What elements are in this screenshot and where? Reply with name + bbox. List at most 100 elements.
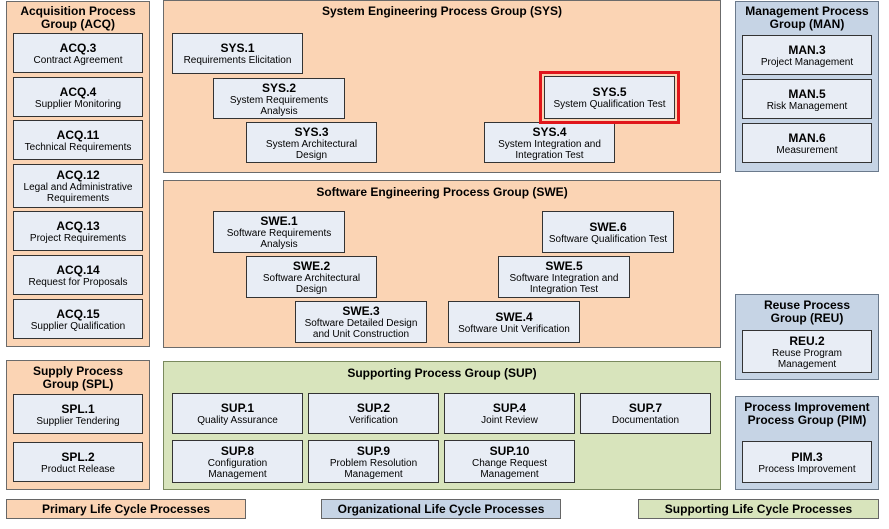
process-name: System Qualification Test [553,99,666,110]
process-spl-2[interactable]: SPL.2 Product Release [13,442,143,482]
process-id: ACQ.14 [56,262,100,277]
process-swe-2[interactable]: SWE.2 Software Architectural Design [246,256,377,298]
sup-group: Supporting Process Group (SUP) SUP.1 Qua… [163,361,721,490]
process-id: MAN.3 [788,42,826,57]
process-sys-1[interactable]: SYS.1 Requirements Elicitation [172,33,303,74]
process-sys-4[interactable]: SYS.4 System Integration and Integration… [484,122,615,163]
process-name: Software Detailed Design and Unit Constr… [304,318,418,340]
process-name: Measurement [776,144,838,156]
process-swe-4[interactable]: SWE.4 Software Unit Verification [448,301,580,343]
process-id: SWE.6 [589,219,627,234]
process-name: Project Requirements [29,232,127,244]
process-sup-7[interactable]: SUP.7 Documentation [580,393,711,434]
process-id: SWE.2 [292,259,331,273]
swe-group-title: Software Engineering Process Group (SWE) [316,185,568,199]
process-swe-1[interactable]: SWE.1 Software Requirements Analysis [213,211,345,253]
process-name: Risk Management [766,100,848,112]
process-sys-5-highlighted[interactable]: SYS.5 System Qualification Test [539,71,680,124]
pim-group-title: Process Improvement Process Group (PIM) [744,400,870,427]
process-id: SYS.4 [532,124,567,139]
process-name: Contract Agreement [33,54,123,66]
process-name: System Integration and Integration Test [498,138,601,161]
acq-group: Acquisition Process Group (ACQ) ACQ.3 Co… [6,1,150,347]
process-man-3[interactable]: MAN.3 Project Management [742,35,872,75]
process-id: SWE.4 [495,309,533,324]
process-id: SPL.2 [61,449,95,464]
process-id: REU.2 [789,333,825,348]
process-id: ACQ.15 [56,306,100,321]
process-name: Configuration Management [207,457,268,480]
process-id: ACQ.4 [59,84,97,99]
process-name: Requirements Elicitation [183,55,292,66]
process-sup-9[interactable]: SUP.9 Problem Resolution Management [308,440,439,483]
process-id: ACQ.13 [56,218,100,233]
spl-group-title: Supply Process Group (SPL) [32,364,124,391]
process-swe-3[interactable]: SWE.3 Software Detailed Design and Unit … [295,301,427,343]
process-id: ACQ.12 [56,168,100,182]
process-name: Supplier Monitoring [34,98,122,110]
process-name: Legal and Administrative Requirements [23,182,133,204]
process-name: Supplier Tendering [36,415,120,427]
process-id: ACQ.11 [56,127,100,142]
process-acq-12[interactable]: ACQ.12 Legal and Administrative Requirem… [13,164,143,208]
process-name: Change Request Management [471,457,548,480]
process-sup-10[interactable]: SUP.10 Change Request Management [444,440,575,483]
process-name: Documentation [611,415,680,426]
process-name: Software Architectural Design [262,273,361,295]
process-sup-4[interactable]: SUP.4 Joint Review [444,393,575,434]
process-name: Verification [349,415,398,426]
process-acq-15[interactable]: ACQ.15 Supplier Qualification [13,299,143,339]
process-id: SUP.1 [220,401,255,415]
process-pim-3[interactable]: PIM.3 Process Improvement [742,441,872,483]
process-acq-11[interactable]: ACQ.11 Technical Requirements [13,120,143,160]
process-acq-14[interactable]: ACQ.14 Request for Proposals [13,255,143,295]
process-name: Reuse Program Management [771,347,843,370]
process-name: Process Improvement [758,463,856,475]
process-name: Software Unit Verification [458,323,570,335]
reu-group: Reuse Process Group (REU) REU.2 Reuse Pr… [735,294,879,380]
process-id: MAN.5 [788,86,826,101]
process-swe-5[interactable]: SWE.5 Software Integration and Integrati… [498,256,630,298]
process-name: Technical Requirements [24,141,132,153]
process-id: SYS.3 [294,124,329,139]
process-id: SWE.3 [342,304,380,318]
process-name: Software Requirements Analysis [226,228,332,250]
process-name: Supplier Qualification [30,320,126,332]
process-sup-1[interactable]: SUP.1 Quality Assurance [172,393,303,434]
process-spl-1[interactable]: SPL.1 Supplier Tendering [13,394,143,434]
spl-group: Supply Process Group (SPL) SPL.1 Supplie… [6,360,150,490]
process-man-5[interactable]: MAN.5 Risk Management [742,79,872,119]
process-name: Software Qualification Test [548,233,668,245]
process-acq-3[interactable]: ACQ.3 Contract Agreement [13,33,143,73]
process-id: ACQ.3 [59,40,97,55]
process-name: Project Management [760,56,854,68]
process-sys-3[interactable]: SYS.3 System Architectural Design [246,122,377,163]
process-id: SYS.5 [592,85,627,99]
process-swe-6[interactable]: SWE.6 Software Qualification Test [542,211,674,253]
process-id: SYS.2 [261,80,297,95]
acq-group-title: Acquisition Process Group (ACQ) [20,4,136,31]
process-id: SUP.10 [489,443,530,458]
process-reu-2[interactable]: REU.2 Reuse Program Management [742,330,872,373]
process-id: SPL.1 [61,401,95,416]
pim-group: Process Improvement Process Group (PIM) … [735,396,879,490]
process-id: SUP.9 [356,443,391,458]
process-id: PIM.3 [791,449,823,464]
process-man-6[interactable]: MAN.6 Measurement [742,123,872,163]
process-acq-13[interactable]: ACQ.13 Project Requirements [13,211,143,251]
process-sup-2[interactable]: SUP.2 Verification [308,393,439,434]
process-name: System Architectural Design [265,138,358,161]
process-sys-2[interactable]: SYS.2 System Requirements Analysis [213,78,345,119]
reu-group-title: Reuse Process Group (REU) [763,298,851,325]
process-name: Request for Proposals [28,276,128,288]
process-sup-8[interactable]: SUP.8 Configuration Management [172,440,303,483]
process-id: SUP.7 [628,401,663,415]
process-name: Product Release [41,463,115,475]
sys-group: System Engineering Process Group (SYS) S… [163,0,721,173]
swe-group: Software Engineering Process Group (SWE)… [163,180,721,348]
sup-group-title: Supporting Process Group (SUP) [347,366,537,380]
process-id: MAN.6 [788,130,826,145]
process-acq-4[interactable]: ACQ.4 Supplier Monitoring [13,77,143,117]
process-name: Quality Assurance [197,415,278,426]
sys-group-title: System Engineering Process Group (SYS) [321,4,563,18]
